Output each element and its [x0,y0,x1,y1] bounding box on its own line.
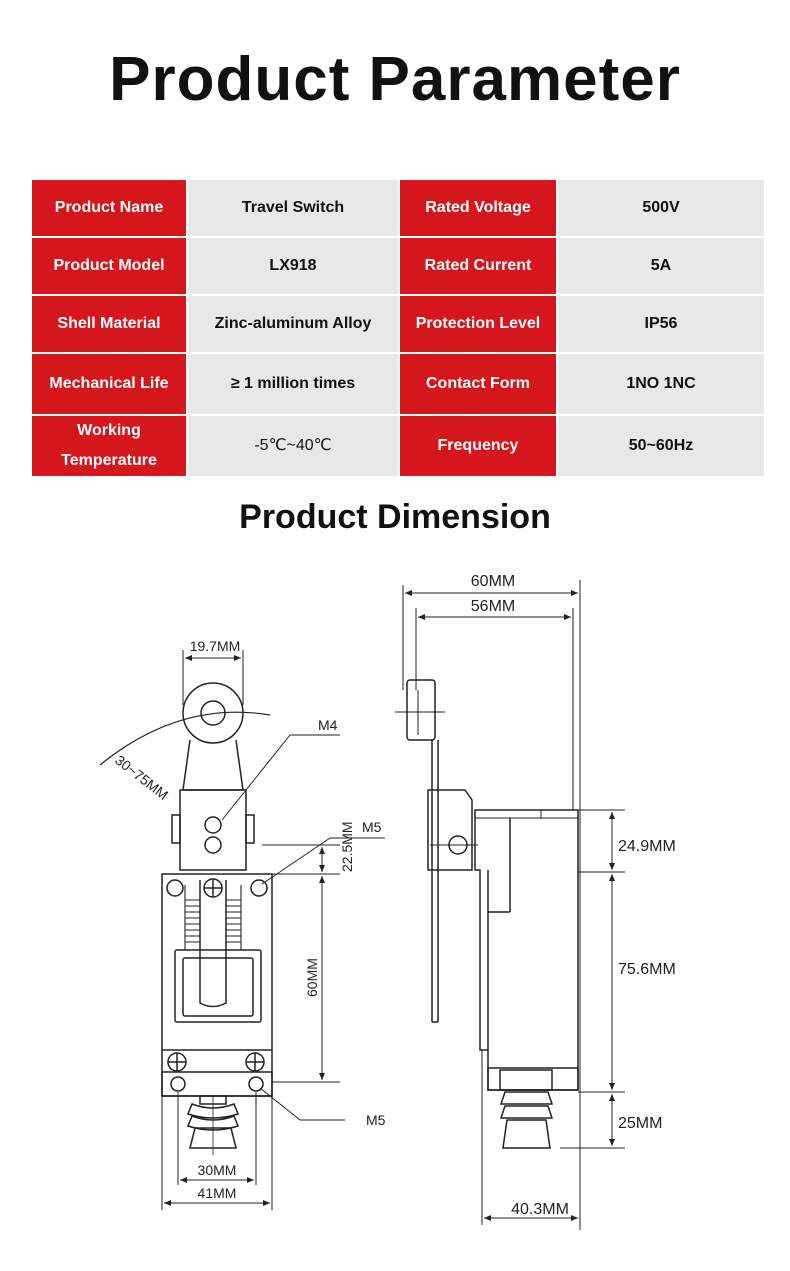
table-row: Mechanical Life ≥ 1 million times Contac… [30,352,766,416]
table-row: Working Temperature -5℃~40℃ Frequency 50… [30,414,766,478]
dim-label: 24.9MM [618,838,676,855]
dim-label: 30MM [198,1162,237,1178]
dim-label: 25MM [618,1115,662,1132]
dimension-title: Product Dimension [239,498,551,536]
roller-wheel [182,682,244,744]
param-value: 5A [556,236,766,296]
param-value: 500V [556,178,766,238]
param-label: Contact Form [398,352,558,416]
param-value: 50~60Hz [556,414,766,478]
lever-arm [182,739,244,791]
dim-label: 41MM [198,1185,237,1201]
thread-label: M4 [318,717,338,733]
dim-label: 40.3MM [511,1201,569,1218]
param-label: Shell Material [30,294,188,354]
param-value: Zinc-aluminum Alloy [186,294,400,354]
param-label: Frequency [398,414,558,478]
side-view [395,679,579,1149]
table-row: Product Model LX918 Rated Current 5A [30,236,766,296]
param-label: Working Temperature [30,414,188,478]
param-value: -5℃~40℃ [186,414,400,478]
dimension-drawing: 19.7MM 30~75MM M4 M5 22.5MM 60MM M5 30MM… [99,573,676,1230]
param-value: IP56 [556,294,766,354]
param-label: Protection Level [398,294,558,354]
table-row: Shell Material Zinc-aluminum Alloy Prote… [30,294,766,354]
dim-label: 56MM [471,598,515,615]
page-title: Product Parameter [109,45,681,114]
dim-label: 19.7MM [190,638,241,654]
param-label: Rated Current [398,236,558,296]
param-value: 1NO 1NC [556,352,766,416]
dim-label: 22.5MM [339,821,355,872]
param-value: ≥ 1 million times [186,352,400,416]
param-label: Rated Voltage [398,178,558,238]
dim-label: 30~75MM [112,752,171,803]
parameter-table: Product Name Travel Switch Rated Voltage… [30,178,766,478]
thread-label: M5 [362,819,382,835]
table-row: Product Name Travel Switch Rated Voltage… [30,178,766,238]
roller-side [406,679,436,741]
dim-label: 60MM [471,573,515,590]
param-label: Product Model [30,236,188,296]
side-head [427,789,473,871]
param-value: LX918 [186,236,400,296]
thread-label: M5 [366,1112,386,1128]
dim-label: 75.6MM [618,961,676,978]
param-label: Product Name [30,178,188,238]
swing-arc [99,711,271,766]
param-label-line: Temperature [61,452,157,469]
param-label-line: Working [77,422,141,439]
param-label: Mechanical Life [30,352,188,416]
dim-label: 60MM [304,958,320,997]
param-value: Travel Switch [186,178,400,238]
side-body [474,809,579,1091]
front-view [99,682,273,1155]
